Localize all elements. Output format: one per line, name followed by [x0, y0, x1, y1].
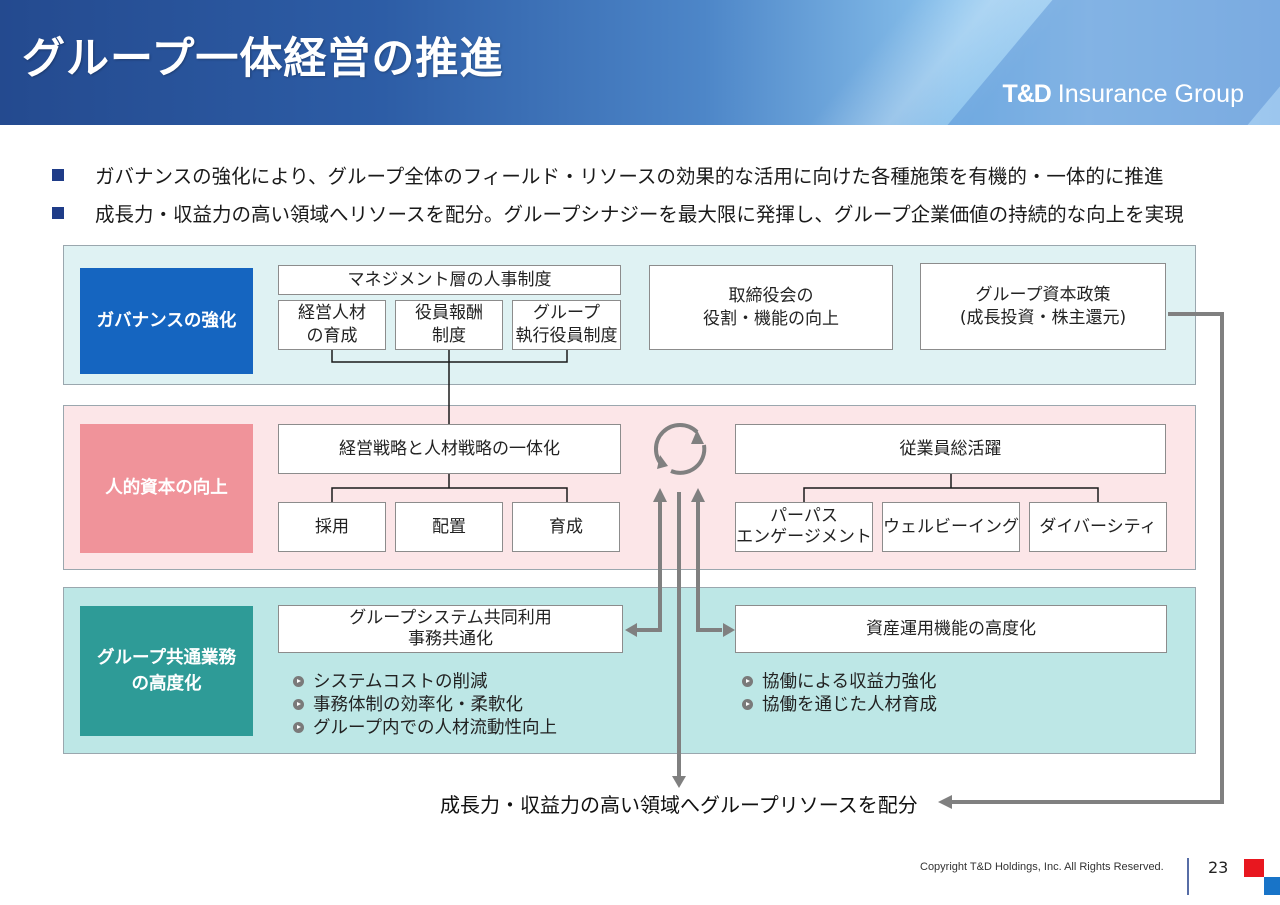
governance-label: ガバナンスの強化	[80, 268, 253, 374]
bullet-arrow-icon	[293, 699, 304, 710]
employee-activation-box: 従業員総活躍	[735, 424, 1166, 474]
diversity-box: ダイバーシティ	[1029, 502, 1167, 552]
arrow-capital-to-bottom	[952, 312, 1224, 804]
capital-policy-box: グループ資本政策 (成長投資・株主還元)	[920, 263, 1166, 350]
list-item: 協働による収益力強化	[742, 668, 936, 693]
header-banner	[0, 0, 1280, 125]
bullet-arrow-icon	[293, 676, 304, 687]
arrow-head-up-icon	[653, 488, 667, 502]
page-number: 23	[1208, 858, 1229, 877]
bullet-item: 成長力・収益力の高い領域へリソースを配分。グループシナジーを最大限に発揮し、グル…	[52, 198, 1184, 227]
group-officer-box: グループ 執行役員制度	[512, 300, 621, 350]
purpose-engagement-box: パーパス エンゲージメント	[735, 502, 873, 552]
bullet-arrow-icon	[742, 699, 753, 710]
mgmt-hr-system-box: マネジメント層の人事制度	[278, 265, 621, 295]
footer-red-square	[1244, 859, 1264, 877]
bullet-arrow-icon	[293, 722, 304, 733]
arrow-heads	[625, 488, 952, 809]
exec-pay-box: 役員報酬 制度	[395, 300, 503, 350]
system-sharing-box: グループシステム共同利用 事務共通化	[278, 605, 623, 653]
arrow-to-system	[635, 500, 662, 632]
bullet-square-icon	[52, 207, 64, 219]
cycle-icon	[653, 422, 707, 475]
copyright: Copyright T&D Holdings, Inc. All Rights …	[920, 861, 1164, 873]
wellbeing-box: ウェルビーイング	[882, 502, 1020, 552]
list-item: 事務体制の効率化・柔軟化	[293, 691, 523, 716]
strategy-integration-box: 経営戦略と人材戦略の一体化	[278, 424, 621, 474]
list-item: グループ内での人材流動性向上	[293, 714, 557, 739]
asset-management-box: 資産運用機能の高度化	[735, 605, 1167, 653]
arrow-head-right-icon	[723, 623, 735, 637]
arrow-head-left-icon	[625, 623, 637, 637]
company-logo: T&D Insurance Group	[1002, 80, 1244, 108]
hiring-box: 採用	[278, 502, 386, 552]
bullet-item: ガバナンスの強化により、グループ全体のフィールド・リソースの効果的な活用に向けた…	[52, 160, 1163, 189]
bullet-arrow-icon	[742, 676, 753, 687]
board-box: 取締役会の 役割・機能の向上	[649, 265, 893, 350]
list-item: システムコストの削減	[293, 668, 487, 693]
common-ops-label: グループ共通業務 の高度化	[80, 606, 253, 736]
human-capital-label: 人的資本の向上	[80, 424, 253, 553]
bullet-square-icon	[52, 169, 64, 181]
page-title: グループ一体経営の推進	[22, 34, 504, 84]
tree-connectors	[331, 350, 1099, 502]
exec-talent-box: 経営人材 の育成	[278, 300, 386, 350]
placement-box: 配置	[395, 502, 503, 552]
arrow-head-up-icon	[691, 488, 705, 502]
list-item: 協働を通じた人材育成	[742, 691, 937, 716]
arrow-head-left-icon	[938, 795, 952, 809]
allocation-caption: 成長力・収益力の高い領域へグループリソースを配分	[440, 793, 918, 817]
flow-arrows	[635, 312, 1224, 804]
training-box: 育成	[512, 502, 620, 552]
footer-blue-square	[1264, 877, 1280, 895]
arrow-head-down-icon	[672, 776, 686, 788]
arrow-to-asset	[696, 500, 722, 632]
